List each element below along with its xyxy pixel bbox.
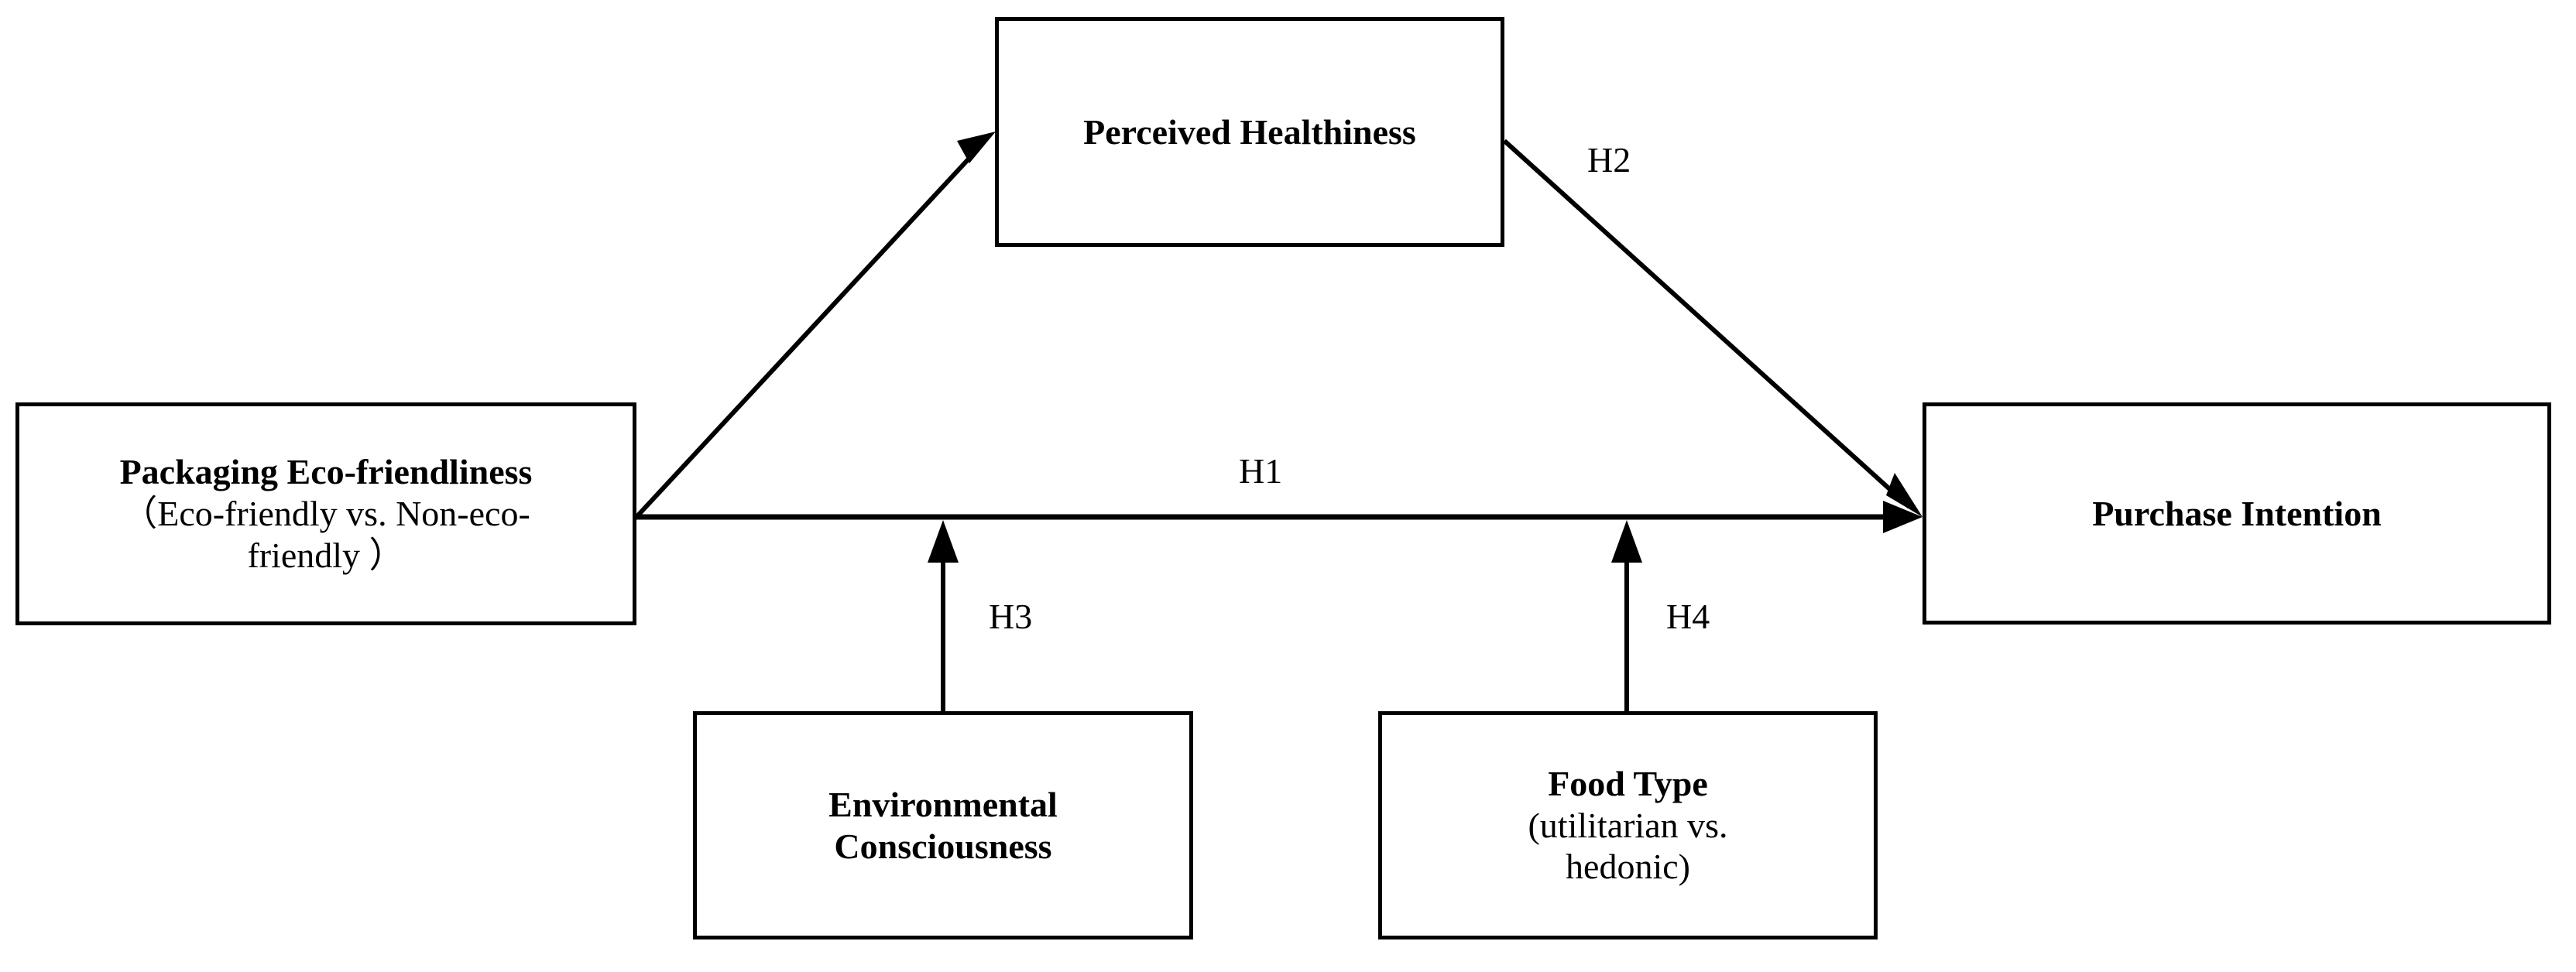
- node-healthiness-title: Perceived Healthiness: [1083, 111, 1416, 152]
- node-purchase-intention: Purchase Intention: [1923, 402, 2551, 625]
- node-purchase-title: Purchase Intention: [2092, 493, 2382, 533]
- edge-foodtype-to-h1: [1611, 520, 1642, 711]
- node-food-type: Food Type (utilitarian vs. hedonic): [1378, 711, 1878, 939]
- edge-packaging-to-healthiness: [634, 132, 996, 519]
- edge-envcon-to-h1: [928, 520, 959, 711]
- node-environmental-consciousness: Environmental Consciousness: [693, 711, 1193, 939]
- node-foodtype-subtitle-line2: hedonic): [1566, 847, 1690, 887]
- edge-label-h3: H3: [989, 597, 1033, 636]
- edge-label-h2: H2: [1587, 140, 1631, 180]
- node-packaging-title: Packaging Eco-friendliness: [119, 452, 533, 492]
- edge-label-h4: H4: [1666, 597, 1710, 636]
- node-packaging-eco-friendliness: Packaging Eco-friendliness （Eco-friendly…: [15, 402, 636, 625]
- node-perceived-healthiness: Perceived Healthiness: [995, 17, 1504, 247]
- edge-packaging-to-purchase: [636, 501, 1923, 533]
- node-envcon-title-line2: Consciousness: [834, 826, 1052, 866]
- edge-healthiness-to-purchase: [1502, 139, 1923, 517]
- node-packaging-subtitle-line2: friendly ）: [247, 535, 405, 575]
- node-packaging-subtitle-line1: （Eco-friendly vs. Non-eco-: [122, 494, 530, 534]
- node-foodtype-subtitle-line1: (utilitarian vs.: [1528, 805, 1728, 845]
- node-envcon-title-line1: Environmental: [828, 784, 1058, 824]
- edge-label-h1: H1: [1239, 451, 1283, 491]
- node-foodtype-title: Food Type: [1548, 763, 1708, 803]
